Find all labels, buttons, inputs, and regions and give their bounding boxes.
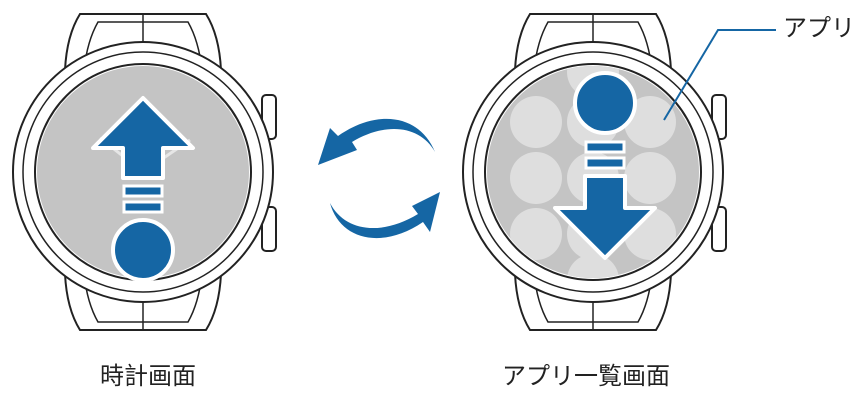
watch-face-caption: 時計画面 bbox=[100, 362, 196, 390]
callout-leader-line bbox=[663, 29, 776, 121]
left-watch bbox=[12, 13, 277, 331]
apps-callout-label: アプリ bbox=[783, 14, 855, 42]
apps-screen-caption: アプリ一覧画面 bbox=[502, 362, 670, 390]
arrow-up-icon bbox=[91, 96, 195, 282]
cycle-arrows-icon bbox=[318, 118, 440, 239]
arrow-down-icon bbox=[553, 71, 657, 260]
right-watch bbox=[462, 13, 727, 331]
